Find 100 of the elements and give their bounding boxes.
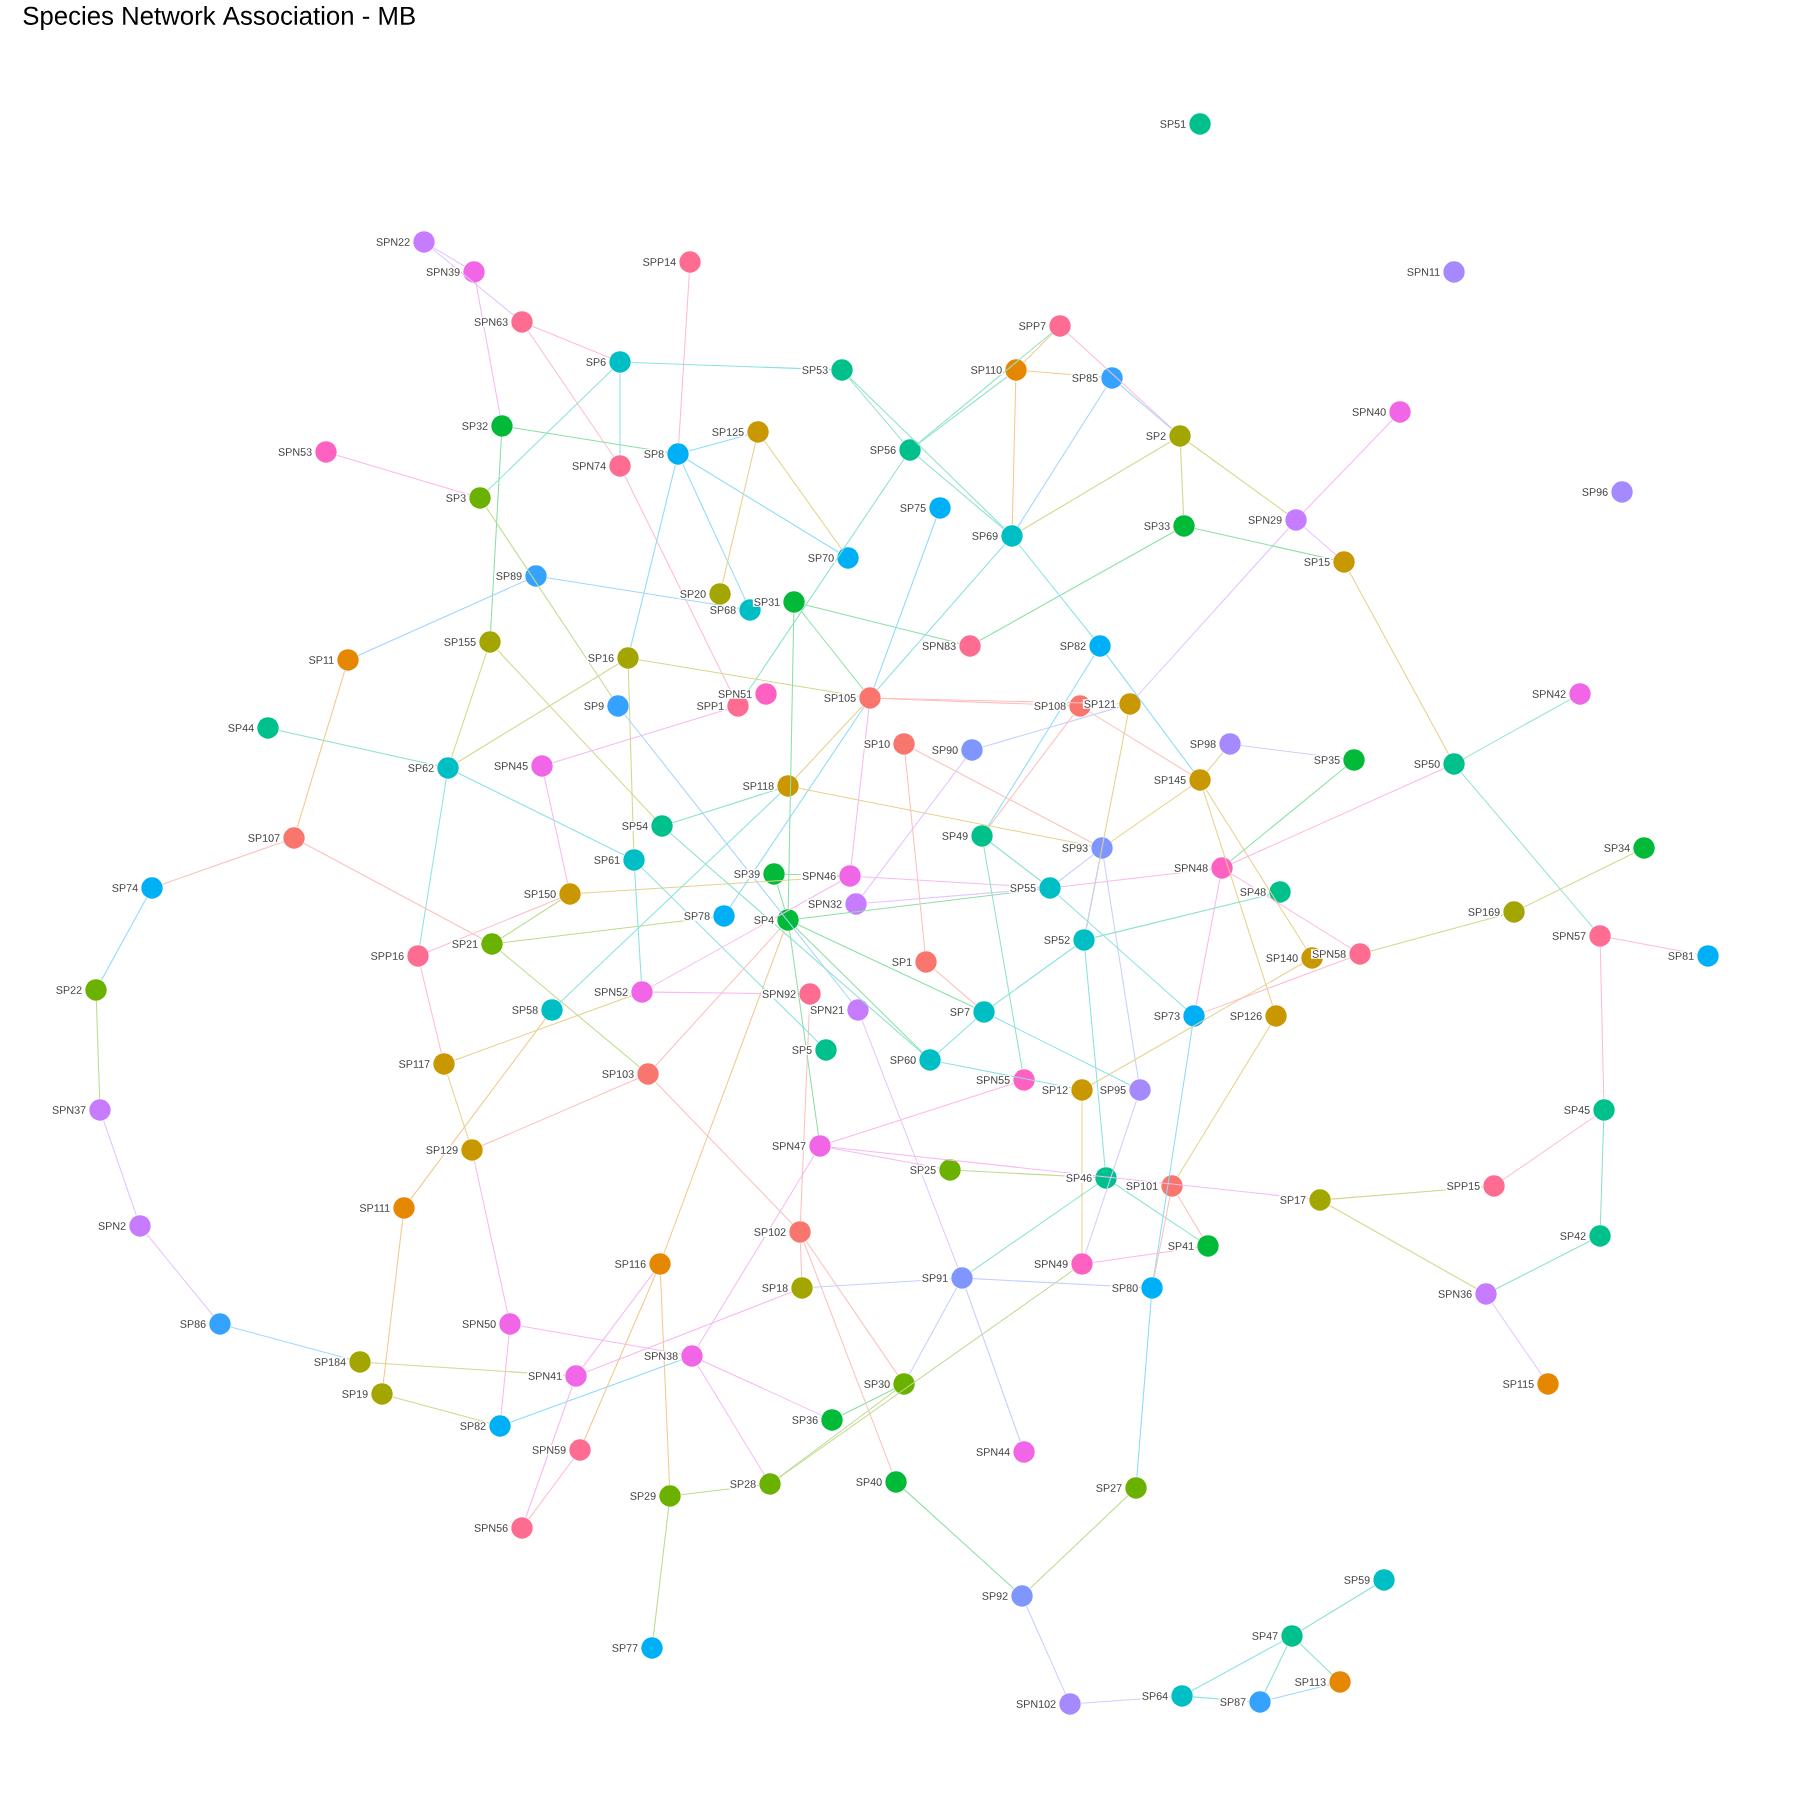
network-node [1329,1671,1351,1693]
edge-line [582,1272,654,1368]
edge-line [531,325,611,359]
edge-line [520,1325,682,1355]
edge-line [848,377,904,443]
network-node [257,717,279,739]
network-node [961,739,983,761]
network-node [541,999,563,1021]
edge-line [278,729,438,767]
network-node [631,981,653,1003]
network-node [623,849,645,871]
network-node [511,1517,533,1539]
edge-line [525,1386,573,1519]
network-node [617,647,639,669]
edge-line [392,1396,490,1424]
edge-line [1206,752,1224,772]
edge-line [336,454,470,496]
edge-line [697,1155,815,1348]
edge-line [1067,333,1173,429]
edge-line [798,787,1092,847]
edge-line [960,1170,1096,1178]
edge-line [1103,858,1139,1080]
network-node [821,1409,843,1431]
network-node [971,825,993,847]
network-node [1281,1625,1303,1647]
network-node [679,251,701,273]
edge-line [763,440,843,550]
edge-line [789,930,819,1136]
network-node [569,1439,591,1461]
edge-line [1191,1640,1283,1692]
edge-line [1270,1684,1330,1700]
network-node [1611,481,1633,503]
edge-line [682,463,746,601]
edge-line [546,577,740,609]
edge-line [1194,527,1334,561]
edge-line [861,1019,959,1269]
edge-line [490,436,502,632]
network-node [899,439,921,461]
network-node [713,905,735,927]
edge-line [697,1365,765,1476]
network-node [489,1415,511,1437]
network-node [1589,925,1611,947]
network-node [747,421,769,443]
network-node [1211,857,1233,879]
edge-line [382,1218,404,1384]
edge-line [701,1360,823,1416]
edge-line [987,654,1095,828]
edge-line [651,880,841,988]
network-node [1343,749,1365,771]
network-node [607,695,629,717]
network-node [1503,901,1525,923]
network-node [837,547,859,569]
edge-line [303,842,483,940]
edge-line [1502,1115,1596,1181]
network-node [1189,113,1211,135]
network-node [809,1135,831,1157]
edge-line [803,1241,893,1473]
network-node [1389,401,1411,423]
network-node [1001,525,1023,547]
edge-line [641,867,819,1043]
edge-line [862,758,966,896]
edge-line [805,1240,899,1376]
edge-line [146,1234,214,1316]
edge-line [1029,1495,1129,1589]
edge-line [1301,1585,1376,1631]
edge-line [1023,333,1053,363]
edge-line [473,1160,509,1314]
edge-line [1153,1026,1193,1278]
edge-line [1599,946,1605,1100]
edge-line [1094,894,1270,938]
edge-line [940,1061,1072,1089]
network-node [481,933,503,955]
edge-line [1017,386,1107,528]
network-node [609,455,631,477]
network-node [1593,1099,1615,1121]
network-node [1013,1069,1035,1091]
network-node [85,979,107,1001]
edge-line [432,248,514,316]
edge-line [624,714,852,1002]
network-node [1633,837,1655,859]
edge-line [830,1147,940,1169]
network-node [371,1383,393,1405]
network-node [1011,1585,1033,1607]
network-node [831,359,853,381]
edge-line [1011,380,1017,526]
network-node [1697,945,1719,967]
edge-line [528,1458,574,1520]
edge-line [634,870,642,982]
network-node [799,983,821,1005]
edge-line [630,464,676,648]
edge-line [830,1146,1310,1200]
edge-line [797,924,975,1008]
network-node [89,1099,111,1121]
edge-line [982,706,1120,748]
edge-line [652,1506,670,1638]
network-node [463,261,485,283]
edge-line [1203,957,1351,1013]
edge-line [983,846,1023,1070]
edge-line [669,832,923,1054]
edge-line [778,1269,1074,1479]
